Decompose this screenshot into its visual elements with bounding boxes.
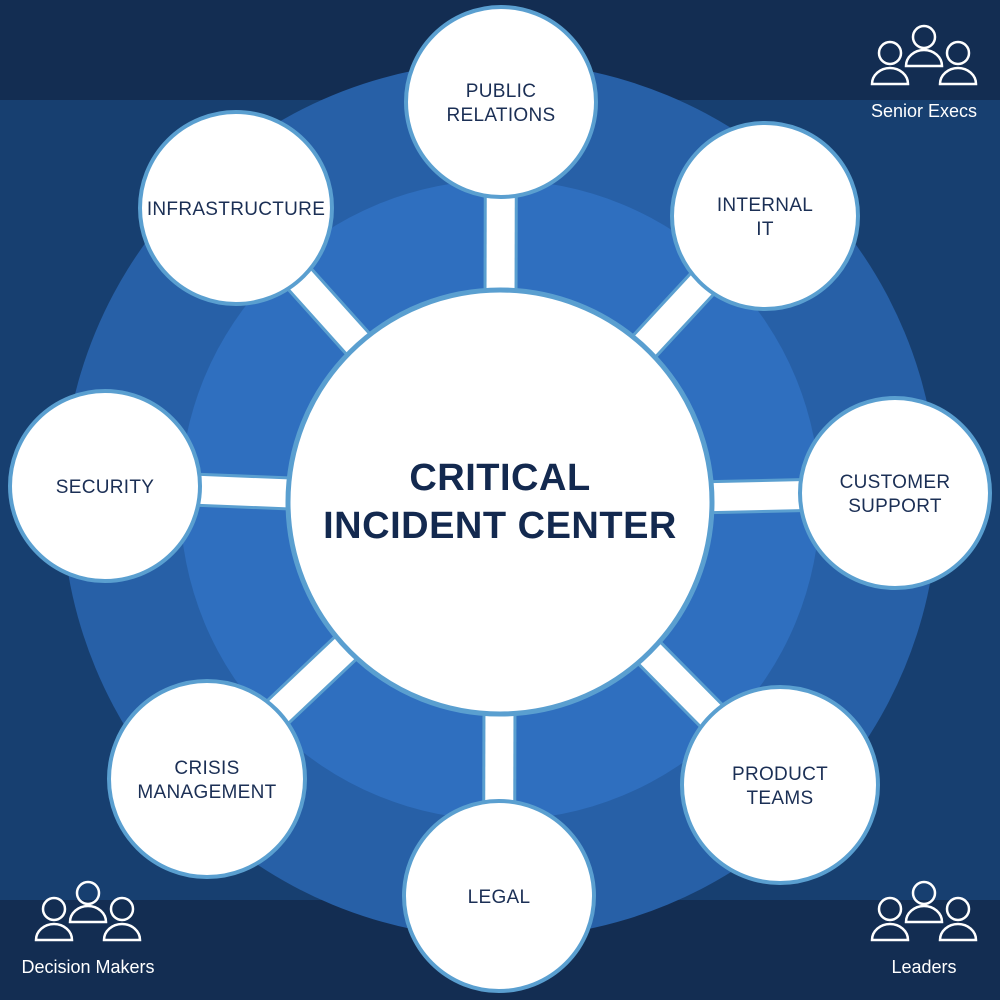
node-public-relations: PUBLIC RELATIONS bbox=[404, 5, 598, 199]
node-label-security-1: SECURITY bbox=[56, 477, 154, 498]
people-icon bbox=[34, 880, 142, 942]
connector-security bbox=[193, 475, 295, 508]
senior-execs-label: Senior Execs bbox=[870, 101, 978, 121]
node-legal: LEGAL bbox=[402, 799, 596, 993]
node-label-public-relations-1: PUBLIC bbox=[466, 81, 536, 102]
node-product-teams: PRODUCT TEAMS bbox=[680, 685, 880, 885]
connectors bbox=[193, 190, 807, 808]
node-label-internal-it-1: INTERNAL bbox=[717, 195, 813, 216]
center-title-line-2: INCIDENT CENTER bbox=[323, 505, 677, 547]
node-circle-legal bbox=[402, 799, 596, 993]
decision-makers-group: Decision Makers bbox=[0, 878, 188, 978]
center-circle bbox=[285, 287, 715, 717]
connector-crisis-management bbox=[264, 633, 360, 726]
node-label-legal-1: LEGAL bbox=[468, 887, 531, 908]
node-label-customer-support-2: SUPPORT bbox=[848, 496, 942, 517]
node-circle-infrastructure bbox=[138, 110, 334, 306]
node-label-product-teams-1: PRODUCT bbox=[732, 764, 828, 785]
people-icon bbox=[870, 24, 978, 86]
node-circle-product-teams bbox=[680, 685, 880, 885]
node-customer-support: CUSTOMER SUPPORT bbox=[798, 396, 992, 590]
node-circle-crisis-management bbox=[107, 679, 307, 879]
node-label-public-relations-2: RELATIONS bbox=[447, 105, 556, 126]
people-icon bbox=[870, 880, 978, 942]
node-crisis-management: CRISIS MANAGEMENT bbox=[107, 679, 307, 879]
nodes: PUBLIC RELATIONS INTERNAL IT CUSTOMER SUPPORT… bbox=[8, 5, 992, 993]
node-label-crisis-management-1: CRISIS bbox=[174, 758, 239, 779]
node-label-product-teams-2: TEAMS bbox=[747, 788, 814, 809]
node-infrastructure: INFRASTRUCTURE bbox=[138, 110, 334, 306]
connector-product-teams bbox=[634, 638, 726, 730]
node-label-crisis-management-2: MANAGEMENT bbox=[137, 782, 276, 803]
node-circle-security bbox=[8, 389, 202, 583]
connector-internal-it bbox=[629, 270, 717, 361]
node-label-customer-support-1: CUSTOMER bbox=[840, 472, 951, 493]
center-title-line-1: CRITICAL bbox=[409, 457, 590, 499]
connector-customer-support bbox=[705, 481, 807, 512]
leaders-group: Leaders bbox=[824, 878, 1000, 978]
leaders-label: Leaders bbox=[891, 957, 957, 977]
connector-infrastructure bbox=[285, 265, 373, 359]
node-label-internal-it-2: IT bbox=[756, 219, 774, 240]
node-circle-internal-it bbox=[670, 121, 860, 311]
node-circle-public-relations bbox=[404, 5, 598, 199]
node-security: SECURITY bbox=[8, 389, 202, 583]
center-node: CRITICAL INCIDENT CENTER bbox=[285, 287, 715, 717]
node-internal-it: INTERNAL IT bbox=[670, 121, 860, 311]
senior-execs-group: Senior Execs bbox=[824, 22, 1000, 122]
decision-makers-label: Decision Makers bbox=[21, 957, 155, 977]
node-label-infrastructure-1: INFRASTRUCTURE bbox=[147, 199, 325, 220]
node-circle-customer-support bbox=[798, 396, 992, 590]
